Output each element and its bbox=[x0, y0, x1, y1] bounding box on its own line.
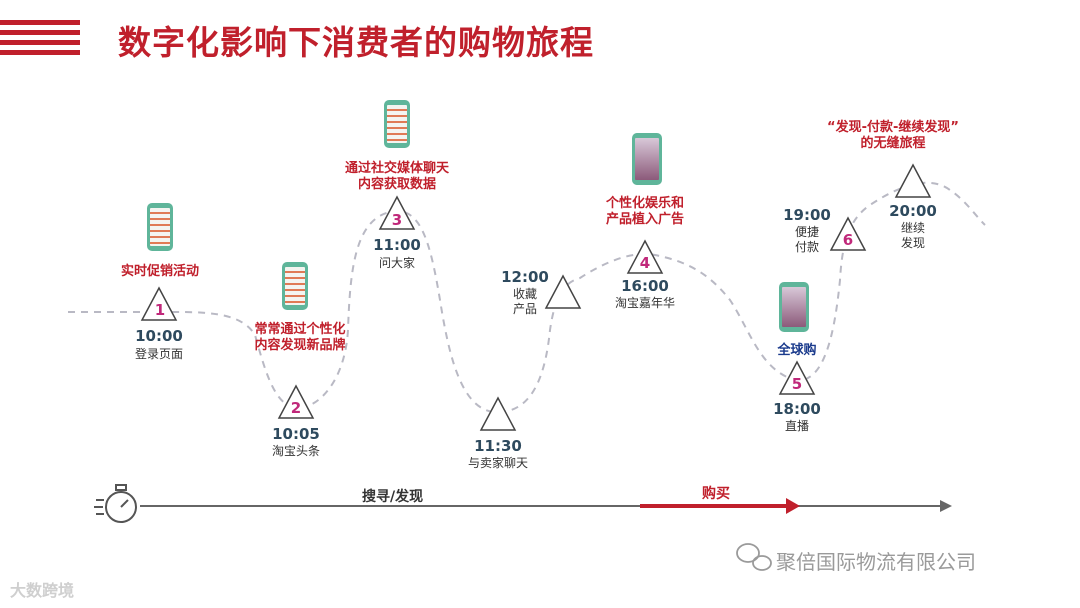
step-6-number: 6 bbox=[843, 231, 853, 248]
step-6-caption-line1: 便捷 bbox=[794, 225, 819, 239]
step-3-number: 3 bbox=[392, 211, 402, 228]
step-2000-caption-line2: 发现 bbox=[900, 236, 925, 250]
step-4-note-line1: 个性化娱乐和 bbox=[605, 196, 684, 211]
page-title: 数字化影响下消费者的购物旅程 bbox=[118, 23, 594, 62]
triangle-5 bbox=[778, 360, 816, 395]
journey-path bbox=[68, 181, 986, 414]
step-5-caption: 直播 bbox=[784, 419, 809, 433]
triangle-2 bbox=[277, 384, 315, 419]
corner-watermark: 大数跨境 bbox=[10, 581, 75, 600]
step-1-time: 10:00 bbox=[135, 327, 183, 345]
step-1200-caption-line2: 产品 bbox=[512, 302, 537, 316]
triangle-3 bbox=[378, 195, 416, 230]
step-6-time: 19:00 bbox=[783, 206, 831, 224]
step-2000-note-line2: 的无缝旅程 bbox=[860, 136, 926, 151]
step-3-note-line2: 内容获取数据 bbox=[357, 177, 436, 192]
triangle-4 bbox=[626, 239, 664, 274]
step-1130-time: 11:30 bbox=[474, 437, 522, 455]
phone-icon bbox=[384, 100, 410, 148]
step-2-note-line1: 常常通过个性化 bbox=[254, 322, 346, 337]
phase-search-label: 搜寻/发现 bbox=[362, 489, 424, 505]
step-4-number: 4 bbox=[640, 254, 650, 271]
triangle-1 bbox=[140, 286, 178, 321]
step-1200-caption-line1: 收藏 bbox=[512, 287, 537, 301]
phone-icon bbox=[632, 133, 662, 185]
step-6-caption-line2: 付款 bbox=[794, 240, 819, 254]
step-1-note: 实时促销活动 bbox=[120, 264, 199, 279]
step-3-note-line1: 通过社交媒体聊天 bbox=[344, 161, 449, 176]
step-2-number: 2 bbox=[291, 399, 301, 416]
triangle-1130 bbox=[479, 396, 517, 431]
step-3-time: 11:00 bbox=[373, 236, 421, 254]
phase-buy-label: 购买 bbox=[702, 486, 730, 502]
buy-arrowhead bbox=[786, 498, 800, 514]
step-4-caption: 淘宝嘉年华 bbox=[614, 296, 675, 310]
stopwatch-icon bbox=[94, 484, 137, 523]
phone-icon bbox=[779, 282, 809, 332]
phone-icon bbox=[147, 203, 173, 251]
timeline-arrowhead bbox=[940, 500, 952, 512]
step-2-time: 10:05 bbox=[272, 425, 320, 443]
wechat-icon bbox=[736, 543, 772, 571]
triangle-1200 bbox=[544, 274, 582, 309]
step-4-note-line2: 产品植入广告 bbox=[605, 212, 684, 227]
step-2000-note-line1: “发现-付款-继续发现” bbox=[827, 120, 959, 135]
step-2-note-line2: 内容发现新品牌 bbox=[254, 338, 346, 353]
header-logo-bars bbox=[0, 20, 80, 60]
step-2000-caption-line1: 继续 bbox=[900, 221, 925, 235]
step-2-caption: 淘宝头条 bbox=[271, 444, 320, 458]
step-1130-caption: 与卖家聊天 bbox=[467, 456, 528, 470]
watermark-text: 聚倍国际物流有限公司 bbox=[776, 550, 976, 574]
triangle-6 bbox=[829, 216, 867, 251]
phone-icon bbox=[282, 262, 308, 310]
step-1-caption: 登录页面 bbox=[134, 347, 183, 361]
step-5-note: 全球购 bbox=[777, 343, 817, 358]
step-2000-time: 20:00 bbox=[889, 202, 937, 220]
triangle-2000 bbox=[894, 163, 932, 198]
step-3-caption: 问大家 bbox=[378, 256, 415, 270]
step-5-number: 5 bbox=[792, 375, 802, 392]
step-4-time: 16:00 bbox=[621, 277, 669, 295]
step-1-number: 1 bbox=[155, 301, 165, 318]
step-1200-time: 12:00 bbox=[501, 268, 549, 286]
step-5-time: 18:00 bbox=[773, 400, 821, 418]
